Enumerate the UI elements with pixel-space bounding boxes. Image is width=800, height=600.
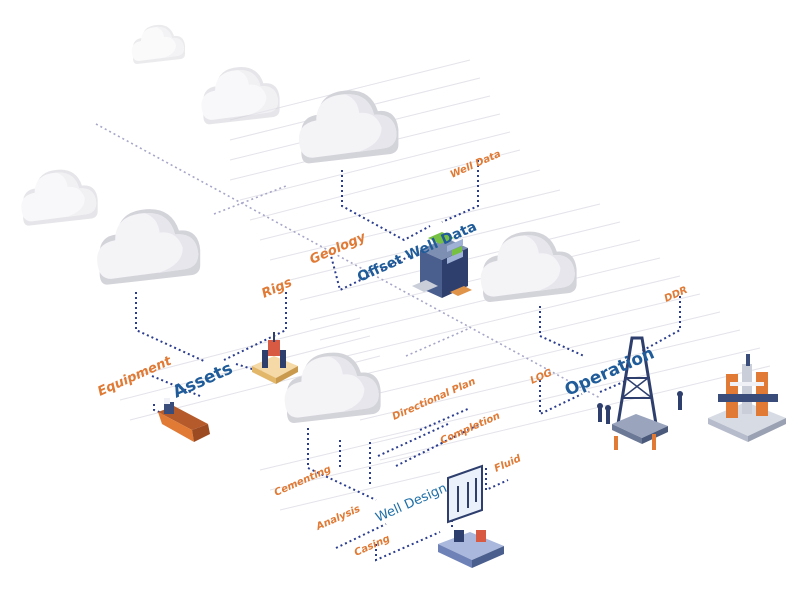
well-design-device-icon xyxy=(438,464,504,568)
well-data-label: Well Data xyxy=(449,149,503,181)
cloud-icon xyxy=(201,67,280,125)
analysis-label: Analysis xyxy=(314,504,362,534)
directional-plan-label: Directional Plan xyxy=(391,376,478,423)
ddr-label: DDR xyxy=(663,285,690,305)
background-hatching xyxy=(119,59,771,511)
cloud-icon xyxy=(298,90,399,164)
cloud-icon xyxy=(480,231,577,302)
fluid-label: Fluid xyxy=(493,453,524,475)
cloud-icon xyxy=(97,209,201,285)
well-design-hub-label: Well Design xyxy=(374,481,450,526)
rigs-label: Rigs xyxy=(260,275,295,302)
offshore-platform-icon xyxy=(708,354,786,442)
cloud-icon xyxy=(284,352,381,423)
server-cabinet-icon xyxy=(412,232,472,298)
cementing-label: Cementing xyxy=(273,464,333,499)
cloud-icon xyxy=(131,24,185,64)
log-label: LOG xyxy=(529,367,554,386)
oil-derrick-icon xyxy=(597,336,683,450)
gray-connectors xyxy=(95,123,601,399)
cloud-icon xyxy=(21,169,98,226)
equipment-label: Equipment xyxy=(96,353,175,399)
oil-tanker-icon xyxy=(158,398,210,442)
drilling-rig-platform-icon xyxy=(252,332,298,384)
